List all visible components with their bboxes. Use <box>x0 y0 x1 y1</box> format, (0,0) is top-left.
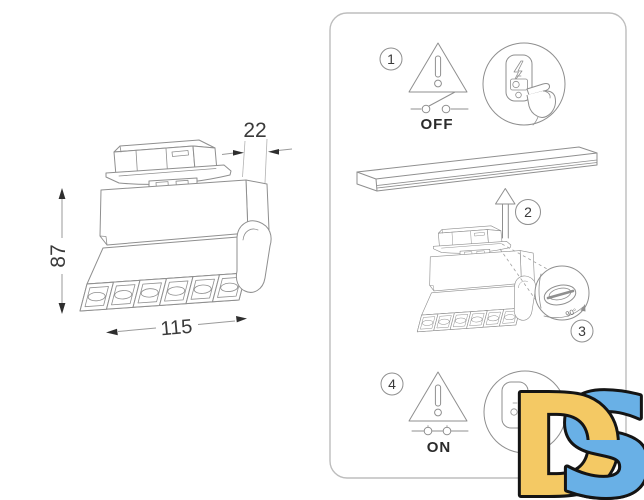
rotation-detail: 90° <box>534 265 590 321</box>
switch-closed-icon <box>411 425 469 436</box>
step-1: 1 OFF <box>379 42 566 133</box>
step-4: 4 ON <box>380 370 567 456</box>
hand-icon <box>526 83 556 126</box>
arrow-up-icon <box>495 188 516 239</box>
step-3-number: 3 <box>578 323 586 339</box>
dimension-depth-value: 22 <box>243 119 266 142</box>
step-2: 2 <box>356 146 598 332</box>
lightning-icon <box>512 60 524 84</box>
dimension-width-value: 115 <box>160 316 194 341</box>
dimension-height: 87 <box>47 188 70 314</box>
warning-triangle-icon <box>408 371 468 422</box>
logo-letter-d: D <box>508 366 624 500</box>
dimension-width: 115 <box>106 316 247 341</box>
step-3-badge <box>570 319 594 343</box>
logo-letter-s: S <box>556 366 644 500</box>
wall-switch-detail <box>482 42 566 126</box>
step-4-badge <box>380 372 404 396</box>
switch-open-icon <box>410 91 469 114</box>
step-4-label: ON <box>427 439 452 456</box>
step-4-number: 4 <box>388 376 396 392</box>
track-rail-icon <box>356 146 598 192</box>
rotate-arrow-icon <box>543 306 584 319</box>
step-1-number: 1 <box>387 51 395 67</box>
dimension-depth: 22 <box>221 119 293 184</box>
step-2-badge <box>515 199 541 225</box>
step-1-badge <box>379 47 403 71</box>
ds-logo: S D S <box>505 363 644 500</box>
warning-triangle-icon <box>408 42 468 93</box>
dimension-height-value: 87 <box>47 244 70 267</box>
instruction-panel-border <box>329 12 627 479</box>
step-1-label: OFF <box>421 116 454 133</box>
rotation-angle: 90° <box>564 306 578 318</box>
wall-switch-detail <box>483 370 567 454</box>
fixture-small <box>417 226 535 332</box>
step-2-number: 2 <box>524 204 532 220</box>
wall-switch-icon <box>501 381 529 429</box>
dimensioned-drawing: 22 87 115 <box>47 119 293 341</box>
logo-letter-s-overlap: S <box>556 366 644 500</box>
step-3: 90° 3 <box>499 243 594 343</box>
